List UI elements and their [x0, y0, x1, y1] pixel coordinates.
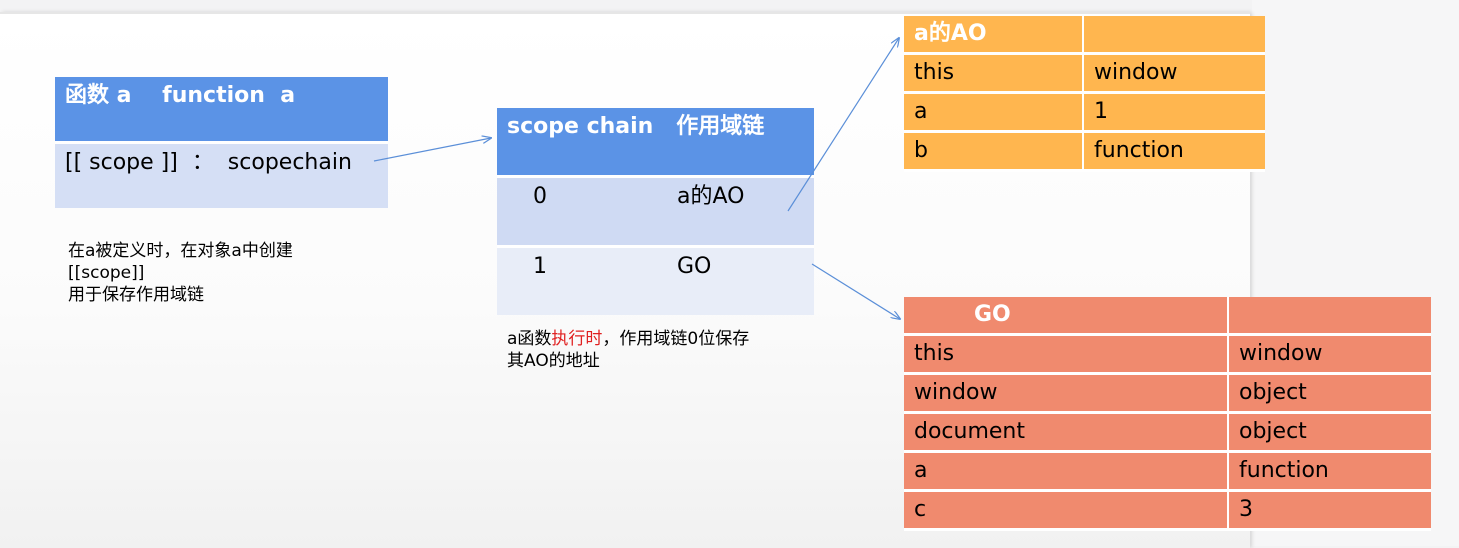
go-value: object [1228, 373, 1431, 414]
definition-note-line3: 用于保存作用域链 [68, 285, 204, 305]
execution-note-line2: 其AO的地址 [507, 351, 600, 371]
go-table-header: GO [904, 297, 1229, 336]
ao-value: function [1083, 131, 1265, 172]
scope-chain-row: 1 GO [497, 246, 814, 315]
ao-table-row: this window [904, 53, 1265, 94]
scope-chain-index: 1 [497, 246, 667, 315]
function-a-header-prefix: 函数 a [65, 83, 132, 108]
execution-note-highlight: 执行时 [551, 329, 603, 349]
ao-table-header-empty [1083, 16, 1265, 55]
ao-table-row: b function [904, 131, 1265, 172]
scope-chain-box: scope chain 作用域链 0 a的AO 1 GO [497, 108, 814, 315]
execution-note-line1: a函数执行时，作用域链0位保存 [507, 328, 749, 350]
scope-chain-row: 0 a的AO [497, 176, 814, 248]
go-value: object [1228, 412, 1431, 453]
function-a-scope-row: [[ scope ]] ： scopechain [55, 142, 388, 208]
go-table: GO this window window object document ob… [904, 297, 1431, 531]
ao-table-header: a的AO [904, 16, 1084, 55]
execution-note-part2: ，作用域链0位保存 [602, 329, 750, 349]
go-table-row: window object [904, 373, 1431, 414]
go-table-row: document object [904, 412, 1431, 453]
go-key: window [904, 373, 1229, 414]
execution-note-part1: a函数 [507, 329, 552, 349]
function-a-box: 函数 a function a [[ scope ]] ： scopechain [55, 77, 388, 208]
definition-note-line2: [[scope]] [68, 263, 145, 283]
go-key: document [904, 412, 1229, 453]
go-key: a [904, 451, 1229, 492]
ao-table: a的AO this window a 1 b function [904, 16, 1265, 172]
ao-table-row: a 1 [904, 92, 1265, 133]
ao-key: b [904, 131, 1084, 172]
execution-note: a函数执行时，作用域链0位保存 其AO的地址 [507, 328, 749, 372]
definition-note-line1: 在a被定义时，在对象a中创建 [68, 241, 293, 261]
ao-key: a [904, 92, 1084, 133]
go-table-row: this window [904, 334, 1431, 375]
ao-value: 1 [1083, 92, 1265, 133]
scope-chain-header: scope chain 作用域链 [497, 108, 814, 178]
function-a-header: 函数 a function a [55, 77, 388, 144]
go-value: 3 [1228, 490, 1431, 531]
scope-chain-index: 0 [497, 176, 667, 248]
scope-chain-value: GO [667, 246, 814, 315]
go-table-header-empty [1228, 297, 1431, 336]
scope-chain-value: a的AO [667, 176, 814, 248]
function-a-header-suffix: function a [162, 83, 296, 108]
go-key: this [904, 334, 1229, 375]
go-table-row: a function [904, 451, 1431, 492]
go-table-row: c 3 [904, 490, 1431, 531]
go-value: window [1228, 334, 1431, 375]
go-key: c [904, 490, 1229, 531]
ao-value: window [1083, 53, 1265, 94]
definition-note: 在a被定义时，在对象a中创建 [[scope]] 用于保存作用域链 [68, 240, 293, 306]
ao-key: this [904, 53, 1084, 94]
go-value: function [1228, 451, 1431, 492]
